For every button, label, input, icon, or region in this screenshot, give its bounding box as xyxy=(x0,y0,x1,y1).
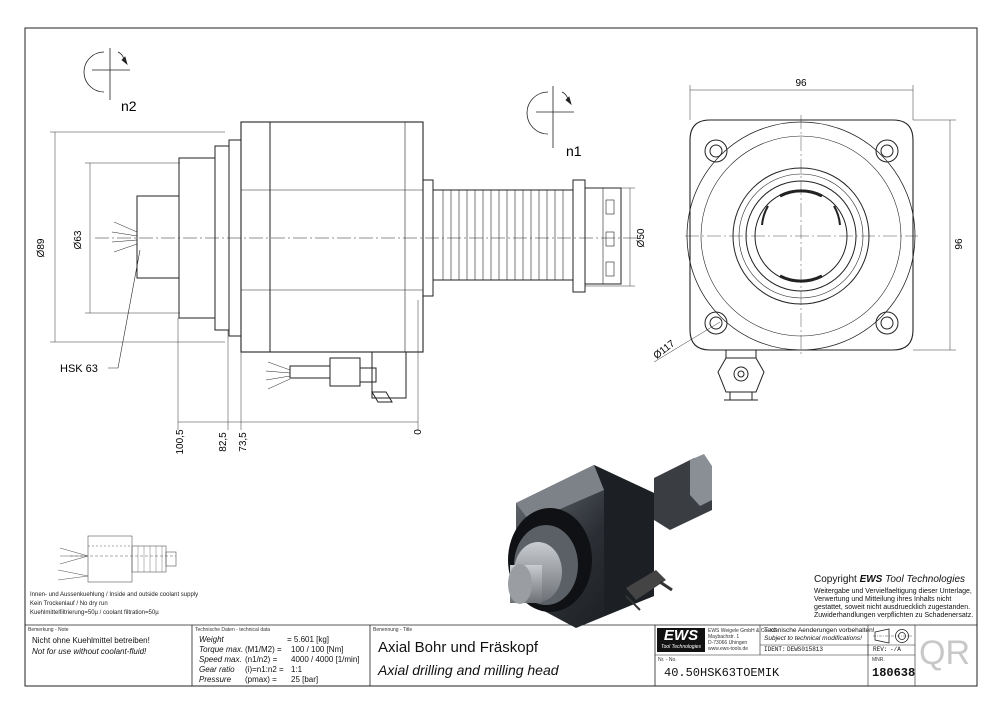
tech-label-torque: Torque max. xyxy=(199,645,244,654)
qr-placeholder: QR xyxy=(919,634,970,672)
front-view xyxy=(685,115,918,401)
change-notice-de: Technische Aenderungen vorbehalten! xyxy=(764,627,875,634)
tech-label-weight: Weight xyxy=(199,635,224,644)
company-line-4: www.ews-tools.de xyxy=(708,646,749,652)
label-n2: n2 xyxy=(121,98,137,114)
rev-label: REV: xyxy=(873,646,888,653)
nr-label: Nr. - No. xyxy=(658,657,677,663)
tech-param-gear: (i)=n1:n2 = xyxy=(245,665,284,674)
copyright-brand: EWS xyxy=(859,574,883,585)
label-n1: n1 xyxy=(566,143,582,159)
copyright-prefix: Copyright xyxy=(814,574,860,585)
tech-param-pressure: (pmax) = xyxy=(245,675,277,684)
mnr-label: MNR. xyxy=(872,657,885,663)
tech-value-gear: 1:1 xyxy=(291,665,303,674)
part-number: 40.50HSK63TOEMIK xyxy=(664,666,780,680)
rev-value: -/A xyxy=(890,646,901,653)
tech-label-pressure: Pressure xyxy=(199,675,232,684)
copyright-line: Copyright EWS Tool Technologies xyxy=(814,575,965,585)
copyright-line-4: Zuwiderhandlungen verpflichten zu Schade… xyxy=(814,612,974,619)
side-view xyxy=(95,121,640,403)
ews-logo-text: EWS xyxy=(663,627,699,644)
copyright-line-2: Verwertung und Mitteilung ihres Inhalts … xyxy=(814,596,952,603)
tech-value-weight: = 5.601 [kg] xyxy=(287,635,330,644)
copyright-line-3: gestattet, soweit nicht ausdruecklich zu… xyxy=(814,604,971,611)
tech-value-speed: 4000 / 4000 [1/min] xyxy=(291,655,360,664)
tech-value-pressure: 25 [bar] xyxy=(291,675,319,684)
coolant-note-2: Kein Trockenlauf / No dry run xyxy=(30,601,108,607)
coolant-note-3: Kuehlmittelfiltrierung=50µ / coolant fil… xyxy=(30,610,159,616)
tech-label-speed: Speed max. xyxy=(199,655,242,664)
front-dimension-lines xyxy=(653,85,956,363)
coolant-schematic xyxy=(57,535,177,583)
note-de: Nicht ohne Kuehlmittel betreiben! xyxy=(32,636,150,645)
dim-100-5: 100,5 xyxy=(175,429,186,454)
title-header: Benennung - Title xyxy=(373,627,413,633)
tech-label-gear: Gear ratio xyxy=(199,665,235,674)
dim-d89: Ø89 xyxy=(36,238,47,257)
ews-logo: EWS Tool Technologies xyxy=(657,628,705,652)
company-line-1: EWS Weigele GmbH & Co. KG xyxy=(708,628,778,634)
coolant-note-1: Innen- und Aussenkuehlung / Inside and o… xyxy=(30,592,199,598)
change-notice-en: Subject to technical modifications! xyxy=(764,635,862,642)
drawing-title-en: Axial drilling and milling head xyxy=(378,662,559,678)
isometric-render xyxy=(508,454,712,628)
sheet-border xyxy=(24,27,978,687)
note-en: Not for use without coolant-fluid! xyxy=(32,647,147,656)
note-header: Bemerkung - Note xyxy=(28,627,69,633)
company-line-2: Maybachstr. 1 xyxy=(708,634,740,640)
copyright-line-1: Weitergabe und Vervielfaeltigung dieser … xyxy=(814,588,972,595)
rotation-symbol-n1 xyxy=(526,86,574,148)
tech-param-speed: (n1/n2) = xyxy=(245,655,278,664)
dim-96-height: 96 xyxy=(954,238,965,250)
dim-d63: Ø63 xyxy=(73,230,84,249)
hsk-callout: HSK 63 xyxy=(60,363,98,375)
company-line-3: D-73066 Uhingen xyxy=(708,640,748,646)
tech-header: Technische Daten - technical data xyxy=(195,627,271,633)
dim-96-width: 96 xyxy=(795,78,807,89)
side-dimension-lines xyxy=(50,131,635,430)
dim-82-5: 82,5 xyxy=(218,432,229,452)
dim-zero: 0 xyxy=(413,429,424,435)
projection-symbol-icon xyxy=(873,628,913,644)
ident-value: DEWS015813 xyxy=(787,646,824,653)
dim-73-5: 73,5 xyxy=(238,432,249,452)
tech-param-torque: (M1/M2) = xyxy=(245,645,282,654)
drawing-title-de: Axial Bohr und Fräskopf xyxy=(378,639,539,656)
rotation-symbol-n2 xyxy=(83,48,130,100)
mnr-value: 180638 xyxy=(872,666,916,680)
tech-value-torque: 100 / 100 [Nm] xyxy=(291,645,344,654)
ews-logo-sub: Tool Technologies xyxy=(661,644,701,650)
dim-d50: Ø50 xyxy=(636,228,647,247)
copyright-suffix: Tool Technologies xyxy=(882,574,966,585)
ident-label: IDENT: xyxy=(764,646,786,653)
